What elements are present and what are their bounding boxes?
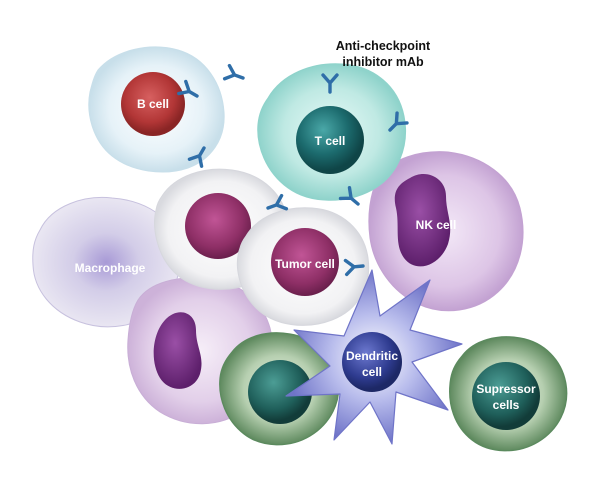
dendritic-cell-label-line2: cell bbox=[362, 365, 382, 379]
t-cell-label: T cell bbox=[315, 134, 346, 148]
supressor-cell-left bbox=[219, 332, 340, 446]
nk-cell-label: NK cell bbox=[416, 218, 457, 232]
dendritic-cell: Dendritic cell bbox=[285, 269, 463, 445]
supressor-cells-label-line1: Supressor bbox=[476, 382, 536, 396]
antibody-icon bbox=[222, 63, 248, 87]
macrophage-label: Macrophage bbox=[75, 261, 146, 275]
callout-label-line2: inhibitor mAb bbox=[342, 55, 424, 69]
supressor-cell-right: Supressor cells bbox=[449, 336, 568, 452]
supressor-cells-label-line2: cells bbox=[493, 398, 520, 412]
callout-label-line1: Anti-checkpoint bbox=[336, 39, 431, 53]
dendritic-cell-label-line1: Dendritic bbox=[346, 349, 398, 363]
b-cell: B cell bbox=[88, 46, 225, 173]
tumor-cell-label: Tumor cell bbox=[275, 257, 335, 271]
nk-cell: NK cell bbox=[368, 151, 524, 312]
tumor-cell: Tumor cell bbox=[236, 207, 370, 326]
b-cell-label: B cell bbox=[137, 97, 169, 111]
t-cell: T cell bbox=[257, 63, 406, 201]
